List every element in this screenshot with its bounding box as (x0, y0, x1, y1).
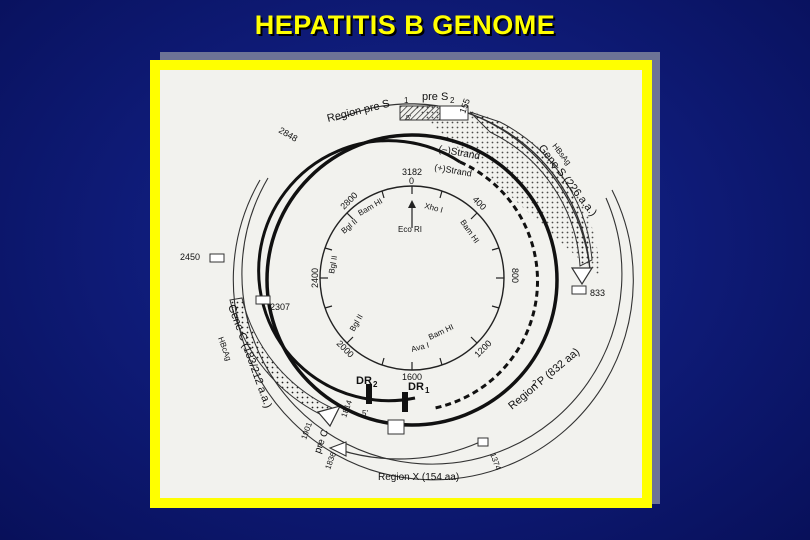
label-dr1-sub: 1 (425, 386, 430, 395)
label-bam3: Bam HI (427, 322, 455, 341)
marker-2307-box (255, 295, 271, 305)
label-pos-155: 155 (457, 97, 472, 115)
dr2-marker (366, 384, 372, 404)
label-dr2: DR (356, 375, 372, 387)
label-pos-2307: 2307 (270, 302, 290, 312)
gene-s-arrowhead (570, 267, 594, 286)
marker-2450-box (209, 253, 225, 263)
label-pos-3182: 3182 (402, 167, 422, 177)
label-xho: Xho I (423, 201, 443, 215)
gene-c-arrowhead (316, 405, 342, 428)
label-pos-2848: 2848 (277, 125, 299, 144)
dr1-marker (402, 392, 408, 412)
label-bgl1: Bgl II (340, 217, 360, 236)
label-pre-s2: pre S (422, 91, 448, 103)
genome-diagram-paper: Region pre S 1 pre S 2 155 2848 (−)Stran… (160, 70, 642, 498)
label-bam1: Bam HI (357, 197, 385, 218)
label-hbcag: HBcAg (216, 336, 233, 362)
region-s-arc (335, 103, 600, 286)
label-bgl2: Bgl II (327, 255, 339, 275)
slide-title: HEPATITIS B GENOME (254, 10, 556, 40)
label-bgl3: Bgl II (348, 313, 365, 333)
label-region-pre-s1: Region pre S (326, 98, 391, 125)
label-pos-2800: 2800 (338, 190, 359, 211)
label-pos-2400: 2400 (310, 268, 320, 288)
label-pos-1901: 1901 (299, 420, 314, 440)
label-bam2: Bam HI (458, 218, 481, 245)
label-pos-0: 0 (409, 176, 414, 186)
marker-1374-box (477, 437, 489, 447)
label-pos-800: 800 (510, 268, 520, 283)
marker-1814-box (387, 419, 405, 435)
label-dr1: DR (408, 381, 424, 393)
genome-diagram: Region pre S 1 pre S 2 155 2848 (−)Stran… (180, 91, 634, 483)
label-plus-strand: (+)Strand (434, 162, 473, 178)
marker-833-box (571, 285, 587, 295)
label-pos-1836: 1836 (323, 450, 338, 470)
label-ava: Ava I (410, 341, 430, 354)
plus-strand-solid (257, 139, 461, 403)
diagram-frame: Region pre S 1 pre S 2 155 2848 (−)Stran… (150, 60, 652, 508)
label-pos-1600: 1600 (402, 372, 422, 382)
label-pre-s2-sub: 2 (450, 96, 455, 105)
label-pos-2450: 2450 (180, 252, 200, 262)
pre-s2-box (439, 105, 469, 121)
map-ticks (320, 186, 504, 370)
label-mark-5a: 5' (406, 115, 411, 122)
plus-strand-dashed (434, 160, 540, 410)
label-pos-833: 833 (590, 288, 605, 298)
label-pos-1814: 1814 (339, 398, 354, 418)
label-mark-2: 2 (532, 379, 537, 388)
minus-strand-ring (265, 133, 559, 427)
label-pos-2000: 2000 (335, 338, 356, 359)
label-mark-5b: 5' (404, 397, 410, 406)
label-pre-c: pre C (312, 428, 331, 455)
label-mark-5c: 5' (362, 409, 368, 418)
label-dr2-sub: 2 (373, 380, 378, 389)
label-pos-1374: 1374 (488, 452, 503, 472)
label-region-x: Region X (154 aa) (378, 472, 459, 483)
region-x-arc (339, 441, 481, 460)
label-pre-s1-sub: 1 (404, 96, 409, 105)
label-eco: Eco RI (398, 225, 422, 234)
